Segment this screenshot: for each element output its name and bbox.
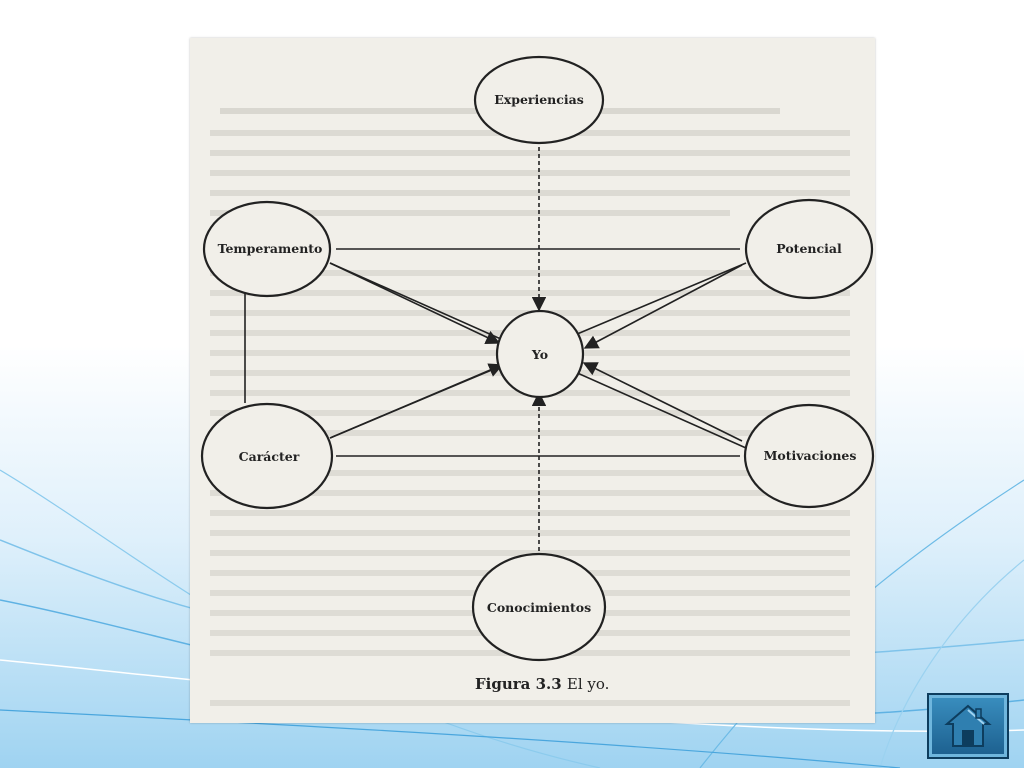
node-caracter-circle (200, 402, 334, 510)
node-conocimientos-label: Conocimientos (487, 600, 591, 615)
edge-motivaciones-yo (582, 362, 743, 442)
node-experiencias-label: Experiencias (494, 92, 584, 107)
scanned-figure-page: Experiencias Temperamento Potencial Yo C… (190, 38, 875, 723)
node-temperamento-circle (202, 200, 332, 298)
node-yo-circle (495, 309, 585, 399)
diagram-nodes (200, 55, 875, 662)
figure-caption: Figura 3.3 El yo. (475, 675, 609, 693)
node-potencial-circle (744, 198, 874, 300)
node-motivaciones-circle (743, 403, 875, 509)
node-yo-label: Yo (531, 347, 548, 362)
node-experiencias-circle (473, 55, 605, 145)
figure-caption-label: Figura 3.3 (475, 675, 562, 693)
node-temperamento-label: Temperamento (218, 241, 323, 256)
diagram-labels: Experiencias Temperamento Potencial Yo C… (218, 92, 857, 615)
node-motivaciones-label: Motivaciones (764, 448, 857, 463)
node-potencial-label: Potencial (776, 241, 842, 256)
edge-potencial-yo (583, 264, 743, 349)
figure-caption-text: El yo. (566, 675, 610, 693)
node-conocimientos-circle (471, 552, 607, 662)
diagram-edges (244, 140, 747, 551)
home-icon (944, 704, 992, 747)
yo-diagram: Experiencias Temperamento Potencial Yo C… (200, 55, 875, 706)
node-caracter-label: Carácter (239, 449, 300, 464)
home-button[interactable] (927, 693, 1009, 759)
